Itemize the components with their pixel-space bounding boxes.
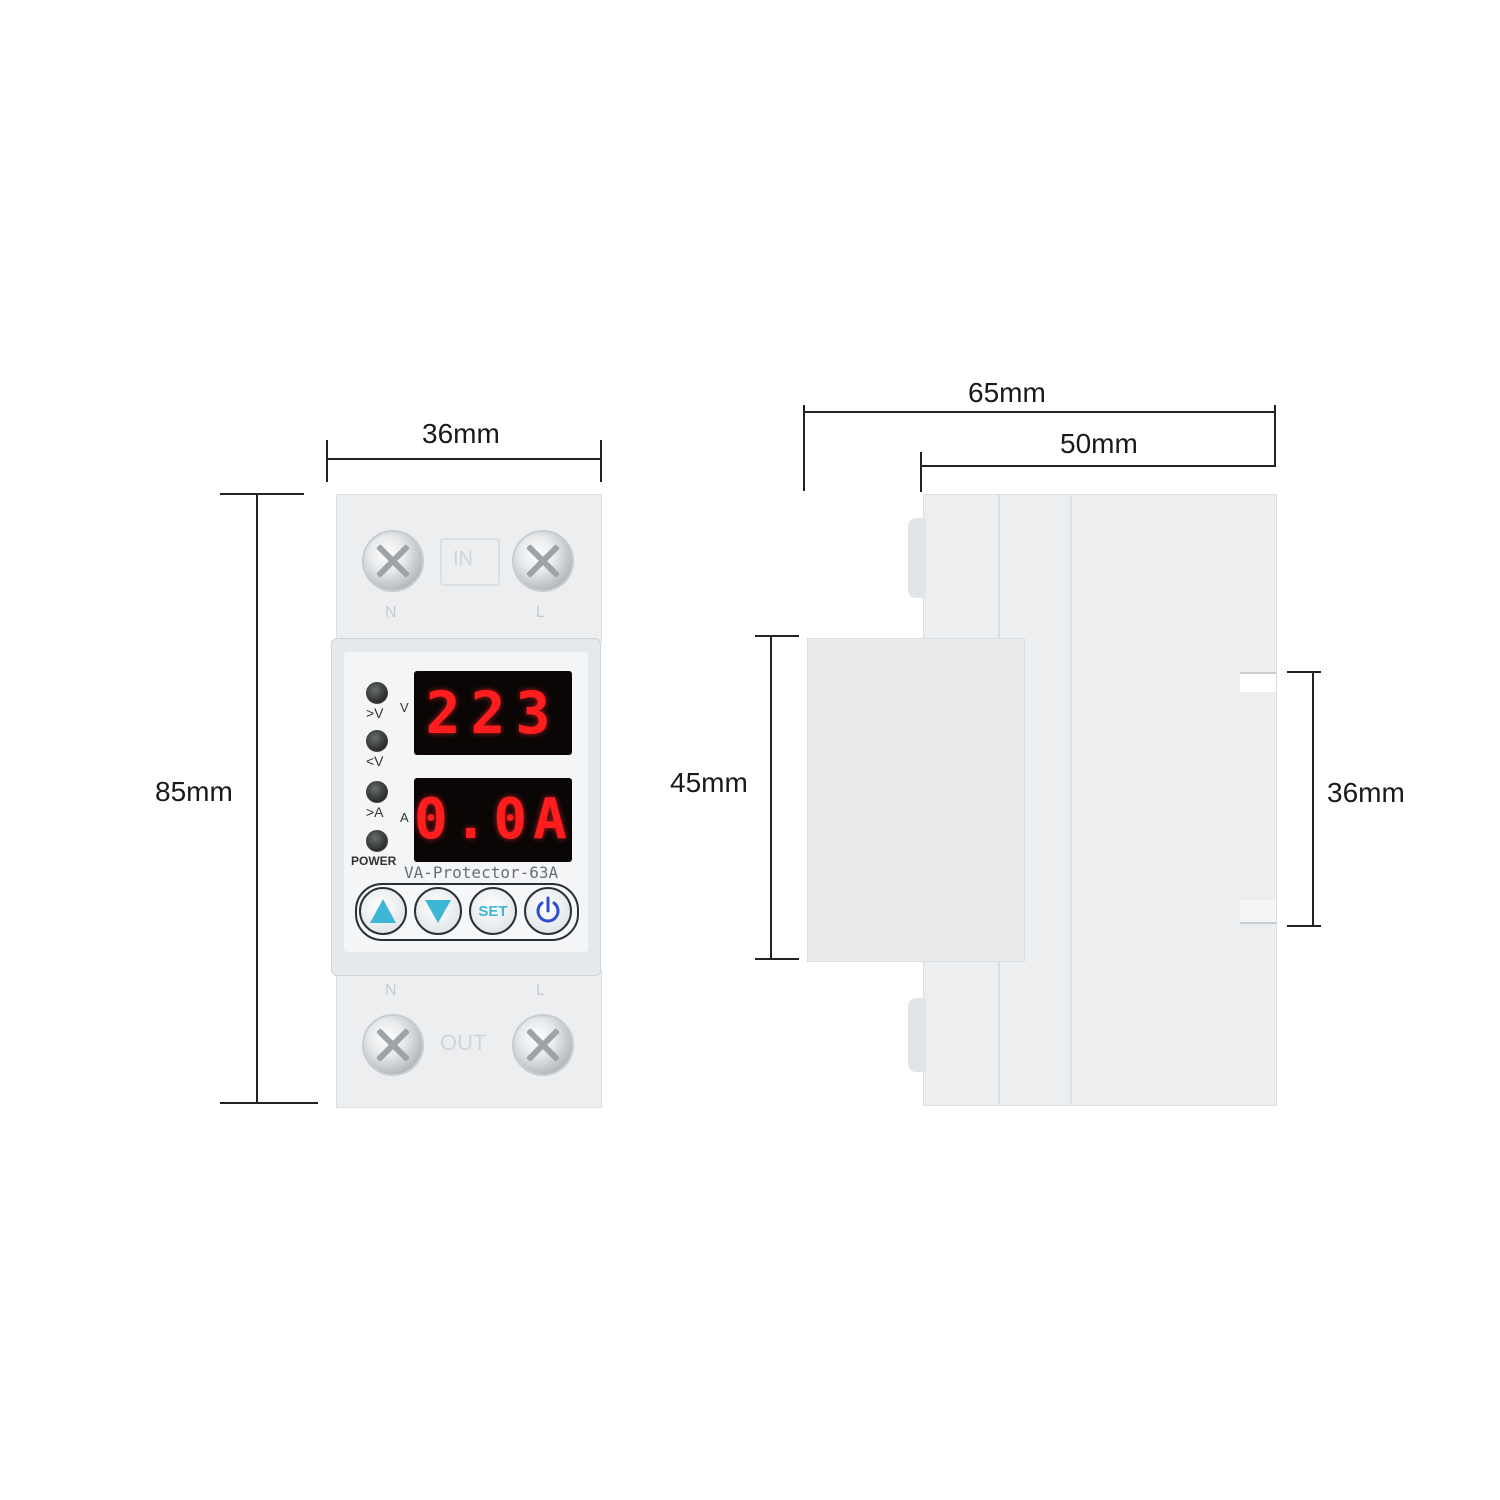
in-mark-label: IN xyxy=(453,548,473,570)
front-height-label: 85mm xyxy=(155,776,233,807)
side-center-height-tick-top xyxy=(755,635,799,637)
front-width-label: 36mm xyxy=(422,418,500,449)
led-over-voltage xyxy=(366,682,388,704)
front-height-tick-bottom xyxy=(220,1102,318,1104)
side-center-height-label: 45mm xyxy=(670,767,748,798)
side-rail-height-line xyxy=(1312,672,1314,926)
side-total-width-label: 65mm xyxy=(968,377,1046,408)
side-rail-height-tick-bottom xyxy=(1287,925,1321,927)
terminal-label-top-left: N xyxy=(385,604,397,621)
front-height-tick-top xyxy=(220,493,304,495)
side-total-width-tick-left xyxy=(803,405,805,491)
front-width-tick-left xyxy=(326,440,328,482)
voltage-display: 223 xyxy=(414,671,572,755)
led-label-over-current: >A xyxy=(366,804,384,820)
voltage-unit-label: V xyxy=(400,700,409,715)
terminal-screw-top-right xyxy=(512,530,574,592)
model-label: VA-Protector-63A xyxy=(404,863,559,882)
up-arrow-icon xyxy=(370,899,396,923)
down-arrow-icon xyxy=(425,900,451,923)
side-terminal-bump-bottom xyxy=(908,998,926,1072)
side-body-width-line xyxy=(921,465,1276,467)
side-body-width-label: 50mm xyxy=(1060,428,1138,459)
led-over-current xyxy=(366,781,388,803)
terminal-label-bottom-right: L xyxy=(536,982,545,999)
side-rail-height-tick-top xyxy=(1287,671,1321,673)
down-button[interactable] xyxy=(414,887,462,935)
terminal-screw-top-left xyxy=(362,530,424,592)
front-height-line xyxy=(256,494,258,1104)
terminal-screw-bottom-right xyxy=(512,1014,574,1076)
current-display: 0.0A xyxy=(414,778,572,862)
led-under-voltage xyxy=(366,730,388,752)
front-width-tick-right xyxy=(600,440,602,482)
power-icon xyxy=(536,896,560,923)
side-front-protrusion xyxy=(807,638,1025,962)
up-button[interactable] xyxy=(359,887,407,935)
in-mark-box xyxy=(440,538,500,586)
out-mark-label: OUT xyxy=(440,1030,487,1055)
led-power xyxy=(366,830,388,852)
power-button[interactable] xyxy=(524,887,572,935)
side-total-width-line xyxy=(804,411,1276,413)
side-rail-notch-top xyxy=(1240,672,1276,692)
terminal-label-bottom-left: N xyxy=(385,982,397,999)
side-rail-height-label: 36mm xyxy=(1327,777,1405,808)
side-body-width-tick-left xyxy=(920,452,922,492)
led-label-power: POWER xyxy=(351,854,397,868)
led-label-over-voltage: >V xyxy=(366,705,384,721)
side-center-height-line xyxy=(770,636,772,960)
front-width-line xyxy=(327,458,601,460)
set-button-label: SET xyxy=(478,902,508,920)
side-rail-notch-bottom xyxy=(1240,900,1276,924)
terminal-label-top-right: L xyxy=(536,604,545,621)
led-label-under-voltage: <V xyxy=(366,753,384,769)
set-button[interactable]: SET xyxy=(469,887,517,935)
current-unit-label: A xyxy=(400,810,409,825)
side-center-height-tick-bottom xyxy=(755,958,799,960)
side-terminal-bump-top xyxy=(908,518,926,598)
terminal-screw-bottom-left xyxy=(362,1014,424,1076)
side-housing-step xyxy=(1070,494,1072,1104)
side-total-width-tick-right xyxy=(1274,405,1276,465)
